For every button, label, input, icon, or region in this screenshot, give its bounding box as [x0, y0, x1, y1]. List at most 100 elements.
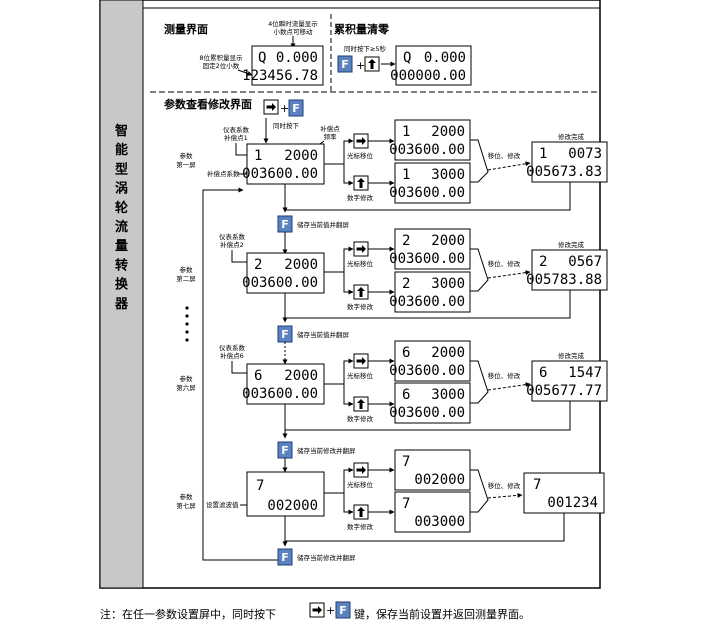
- up-arrow-key[interactable]: [353, 504, 369, 520]
- screen1-digit-coef: 003600.00: [389, 185, 465, 201]
- screen1-coef-label-2: 补偿点1: [224, 133, 248, 142]
- branch-line: [343, 272, 354, 295]
- right-arrow-key[interactable]: [353, 353, 369, 369]
- up-arrow-key[interactable]: [353, 284, 369, 300]
- digit-modify-label: 数字修改: [347, 193, 374, 202]
- screen7-shift-idx: 7: [402, 454, 410, 470]
- screen6-main-idx: 6: [254, 368, 262, 384]
- screen6-label-2: 第六屏: [176, 383, 196, 392]
- press-together: 同时按下: [273, 121, 300, 130]
- branch-line: [343, 493, 354, 515]
- f-key[interactable]: [277, 441, 293, 459]
- screen7-main-lcd: [246, 471, 325, 517]
- screen6-shift-idx: 6: [402, 345, 410, 361]
- screen7-digit-idx: 7: [402, 496, 410, 512]
- screen1-label: 参数: [180, 151, 194, 160]
- screen1-main-coef: 003600.00: [242, 166, 318, 182]
- right-arrow-key[interactable]: [353, 462, 369, 478]
- clear-lcd: [395, 45, 472, 86]
- save-next-label: 储存当前值并翻屏: [297, 220, 350, 229]
- sidebar-title-char: 量: [115, 239, 128, 254]
- f-key[interactable]: [277, 215, 293, 233]
- branch-line: [324, 138, 354, 165]
- f-key[interactable]: [335, 601, 351, 619]
- save-path: [285, 513, 565, 542]
- ellipsis-dot: [185, 322, 189, 326]
- right-arrow-key[interactable]: [353, 241, 369, 257]
- up-arrow-key[interactable]: [353, 396, 369, 412]
- comp-coef: 补偿点系数: [207, 169, 240, 178]
- ellipsis-dot: [185, 306, 189, 310]
- param-title: 参数查看修改界面: [164, 97, 252, 111]
- screen2-main-idx: 2: [254, 257, 262, 273]
- screen2-done-idx: 2: [539, 254, 547, 270]
- digit-modify-label: 数字修改: [347, 302, 374, 311]
- save-next-label: 储存当前值并翻屏: [297, 330, 350, 339]
- filter-label: 设置滤波值: [206, 500, 239, 509]
- arrow: [231, 250, 253, 265]
- measure-title: 测量界面: [164, 22, 208, 36]
- screen1-label-2: 第一屏: [176, 160, 196, 169]
- save-mod-next-label: 储存当前修改并翻屏: [297, 446, 356, 455]
- screen2-shift-coef: 003600.00: [389, 251, 465, 267]
- screen6-done-val: 1547: [568, 365, 602, 381]
- annot-flow: 4位瞬时流量显示: [268, 19, 318, 28]
- f-key[interactable]: [277, 325, 293, 343]
- sidebar-title-char: 器: [114, 297, 129, 312]
- cursor-move-label: 光标移位: [347, 480, 374, 489]
- sidebar: [99, 0, 144, 589]
- f-key[interactable]: [288, 99, 304, 117]
- up-arrow-key[interactable]: [364, 56, 380, 72]
- screen7-done-idx: 7: [533, 477, 541, 493]
- measure-lcd: [251, 45, 324, 86]
- annot-total-2: 固定2位小数: [203, 61, 240, 70]
- move-modify-label: 移位、修改: [488, 151, 521, 160]
- screen1-shift-coef: 003600.00: [389, 142, 465, 158]
- screen1-main-lcd: [246, 143, 325, 185]
- plus: +: [326, 604, 335, 617]
- save-path: [285, 401, 571, 431]
- screen6-coef-label: 仪表系数: [219, 343, 246, 352]
- screen7-shift-val: 002000: [414, 472, 465, 488]
- ellipsis-dot: [185, 338, 189, 342]
- screen1-done-idx: 1: [539, 146, 547, 162]
- up-arrow-key[interactable]: [353, 175, 369, 191]
- freq-comp-2: 频率: [324, 132, 338, 141]
- screen1-shift-val: 2000: [431, 124, 465, 140]
- freq-comp: 补偿点: [320, 124, 340, 133]
- screen2-done-coef: 005783.88: [526, 272, 602, 288]
- screen1-shift-idx: 1: [402, 124, 410, 140]
- screen1-digit-idx: 1: [402, 167, 410, 183]
- note-suffix: 键，保存当前设置并返回测量界面。: [354, 607, 530, 621]
- screen6-label: 参数: [180, 374, 194, 383]
- annot-flow-2: 小数点可移动: [274, 27, 314, 36]
- move-modify-label: 移位、修改: [488, 481, 521, 490]
- f-key[interactable]: [337, 55, 353, 73]
- plus: +: [280, 102, 289, 115]
- screen2-digit-val: 3000: [431, 276, 465, 292]
- ellipsis-dot: [185, 314, 189, 318]
- screen1-coef-label: 仪表系数: [223, 125, 250, 134]
- annot-total: 8位累积量显示: [199, 53, 243, 62]
- screen7-label-2: 第七屏: [176, 501, 196, 510]
- f-key[interactable]: [277, 548, 293, 566]
- cursor-move-label: 光标移位: [347, 371, 374, 380]
- right-arrow-key[interactable]: [263, 99, 279, 115]
- screen2-main-coef: 003600.00: [242, 275, 318, 291]
- screen6-done-lcd: [531, 360, 608, 402]
- ellipsis-dot: [185, 330, 189, 334]
- screen2-coef-label-2: 补偿点2: [220, 240, 244, 249]
- digit-modify-label: 数字修改: [347, 522, 374, 531]
- screen2-main-val: 2000: [284, 257, 318, 273]
- screen7-done-val: 001234: [547, 495, 598, 511]
- cursor-move-label: 光标移位: [347, 151, 374, 160]
- screen6-shift-coef: 003600.00: [389, 363, 465, 379]
- screen7-digit-val: 003000: [414, 514, 465, 530]
- return-loop-line: [202, 187, 285, 561]
- measure-total: 123456.78: [242, 68, 318, 84]
- right-arrow-key[interactable]: [353, 133, 369, 149]
- right-arrow-key[interactable]: [309, 602, 325, 618]
- screen2-coef-label: 仪表系数: [219, 232, 246, 241]
- save-mod-next-label: 储存当前修改并翻屏: [297, 553, 356, 562]
